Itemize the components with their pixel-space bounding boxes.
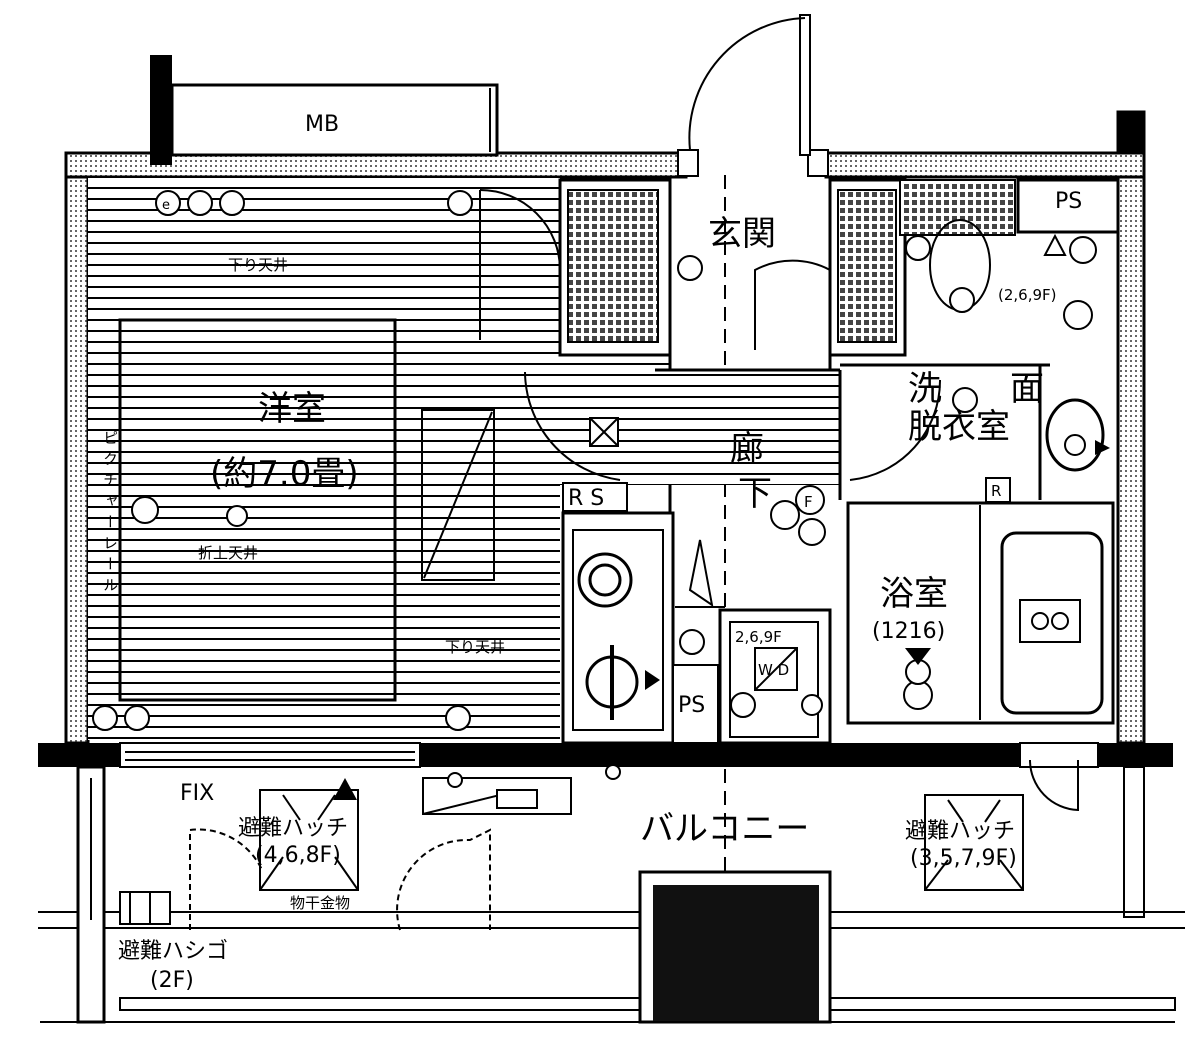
- ladder-floors: (2F): [150, 968, 194, 993]
- hallway-label-2: 下: [738, 474, 772, 514]
- hatch-right-label: 避難ハッチ: [905, 819, 1015, 844]
- washer-space: 2,6,9F W D: [718, 608, 832, 745]
- balcony: FIX 避難ハッチ (4,6,8F) 物干金物 バルコニー 避難ハッチ (3,5…: [38, 759, 1185, 1024]
- bathroom-label: 浴室: [880, 574, 948, 614]
- ceiling-folded-label: 折上天井: [198, 544, 258, 562]
- bathroom: 浴室 (1216): [846, 501, 1115, 725]
- western-room-size: (約7.0畳): [210, 454, 359, 494]
- bathroom-size: (1216): [872, 619, 945, 644]
- rs-label: R S: [568, 486, 604, 511]
- ladder-label: 避難ハシゴ: [118, 939, 228, 964]
- meter-box: MB: [170, 83, 499, 157]
- washroom-label-2: 脱衣室: [908, 407, 1010, 447]
- picture-rail-label: ピクチャーレール: [101, 430, 119, 598]
- kitchen: PS: [561, 511, 725, 745]
- ps-label: PS: [1055, 189, 1082, 214]
- western-room: 洋室 (約7.0畳) 下り天井 折上天井 下り天井 ピクチャーレール e: [88, 177, 670, 740]
- hatch-left-label: 避難ハッチ: [238, 816, 348, 841]
- ceiling-down-top: 下り天井: [228, 256, 288, 274]
- entrance-door[interactable]: [688, 14, 811, 156]
- closets: [558, 178, 1016, 357]
- r-mark: R: [991, 482, 1001, 500]
- hatch-left-floors: (4,6,8F): [255, 843, 341, 868]
- e-outlet-mark: e: [162, 198, 170, 213]
- hallway-label-1: 廊: [730, 429, 764, 469]
- mb-label: MB: [305, 112, 339, 137]
- floors-heater: (2,6,9F): [998, 286, 1057, 304]
- f-mark: F: [804, 493, 813, 511]
- ps-small-label: PS: [678, 693, 705, 718]
- wd-label: W D: [758, 661, 789, 679]
- hatch-right-floors: (3,5,7,9F): [910, 846, 1017, 871]
- balcony-label: バルコニー: [640, 809, 809, 849]
- clothes-hanger-label: 物干金物: [290, 894, 350, 912]
- entrance-label: 玄関: [708, 214, 776, 254]
- ceiling-down-bottom: 下り天井: [445, 638, 505, 656]
- fix-label: FIX: [180, 781, 214, 806]
- floors-wd: 2,6,9F: [735, 628, 782, 646]
- western-room-label: 洋室: [258, 389, 326, 429]
- washroom: PS (2,6,9F) 洗 面 脱衣室 R: [840, 178, 1120, 503]
- hallway: 廊 下 R S F: [562, 368, 842, 546]
- washroom-label-1: 洗 面: [908, 369, 1044, 409]
